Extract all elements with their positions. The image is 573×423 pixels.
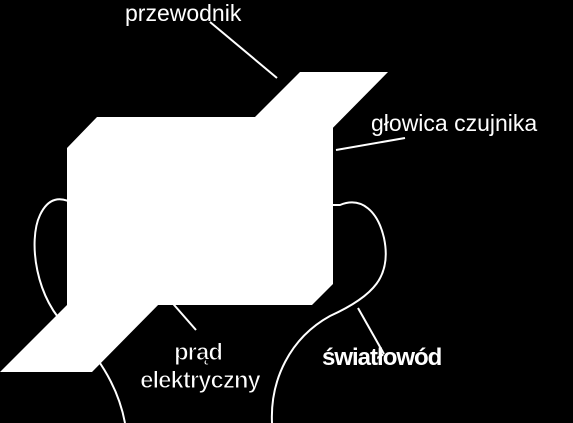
sensor-head-block	[67, 117, 333, 305]
current-label-line1: prąd	[174, 339, 222, 366]
conductor-leader-line	[209, 21, 278, 79]
fiber-label: światłowód	[322, 344, 442, 371]
sensor-head-leader-line	[335, 137, 406, 151]
fiber-leader-line	[357, 307, 385, 355]
conductor-label: przewodnik	[125, 0, 242, 26]
sensor-head-label: głowica czujnika	[371, 110, 537, 136]
current-label-line2: elektryczny	[140, 367, 261, 394]
current-leader-line	[167, 297, 197, 331]
